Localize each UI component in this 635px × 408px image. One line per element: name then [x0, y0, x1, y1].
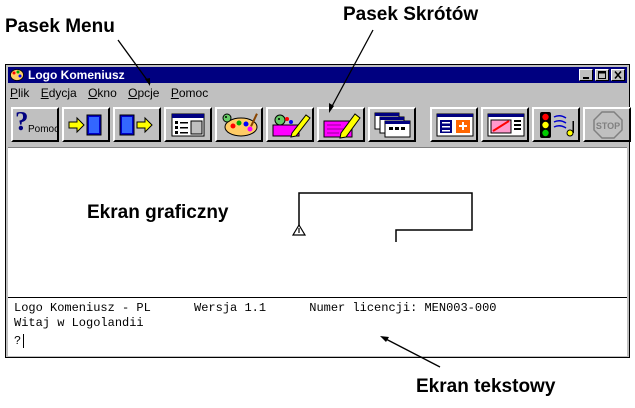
- turtle-palette-button[interactable]: [215, 107, 263, 142]
- turtle-draw-icon: [272, 114, 311, 138]
- turtle-drawing: [291, 192, 473, 242]
- load-file-button[interactable]: [62, 107, 110, 142]
- menu-bar-annotation: Pasek Menu: [5, 16, 115, 37]
- turtle-palette-icon: [222, 113, 258, 137]
- shortcut-bar-arrowhead: [329, 103, 334, 113]
- graphic-screen-annotation: Ekran graficzny: [87, 202, 229, 223]
- shortcut-bar-annotation: Pasek Skrótów: [343, 4, 479, 25]
- graphic-window-icon: [487, 113, 525, 137]
- minimize-icon: [583, 77, 589, 79]
- app-palette-icon: [10, 69, 24, 81]
- menu-bar-arrowhead: [145, 78, 150, 86]
- traffic-light-music-icon: [540, 112, 574, 138]
- title-bar[interactable]: Logo Komeniusz: [8, 67, 627, 83]
- stop-button[interactable]: STOP: [583, 107, 631, 142]
- windows-stack-button[interactable]: [368, 107, 416, 142]
- menu-bar-arrow: [117, 39, 151, 85]
- editor-window-icon: [436, 113, 474, 137]
- text-screen-welcome-line: Witaj w Logolandii: [14, 316, 144, 330]
- question-mark-icon: ?: [15, 106, 29, 136]
- traffic-light-button[interactable]: [532, 107, 580, 142]
- load-file-arrow-icon: [68, 114, 102, 136]
- menu-okno[interactable]: Okno: [88, 86, 117, 100]
- menu-edycja[interactable]: Edycja: [40, 86, 77, 100]
- help-label: Pomoc: [28, 124, 60, 135]
- save-file-arrow-icon: [119, 114, 153, 136]
- help-button[interactable]: ? Pomoc: [11, 106, 60, 142]
- text-screen[interactable]: Logo Komeniusz - PL Wersja 1.1 Numer lic…: [8, 297, 627, 356]
- minimize-button[interactable]: [579, 69, 593, 81]
- pencil-edit-icon: [323, 113, 361, 139]
- close-button[interactable]: [611, 69, 625, 81]
- maximize-icon: [598, 71, 606, 79]
- text-cursor: [23, 334, 25, 348]
- turtle-draw-button[interactable]: [266, 107, 314, 142]
- logo-window: Logo Komeniusz Plik Edycja Okno Opcje Po…: [5, 64, 631, 358]
- pencil-edit-button[interactable]: [317, 107, 365, 142]
- stop-label: STOP: [596, 121, 620, 131]
- menu-opcje[interactable]: Opcje: [128, 86, 160, 100]
- editor-window-button[interactable]: [430, 107, 478, 142]
- text-screen-arrowhead: [380, 336, 389, 342]
- procedures-button[interactable]: [164, 107, 212, 142]
- text-screen-arrow: [381, 336, 441, 368]
- text-screen-version-line: Logo Komeniusz - PL Wersja 1.1 Numer lic…: [14, 301, 497, 315]
- stop-icon: STOP: [593, 111, 623, 139]
- menu-plik[interactable]: Plik: [10, 86, 30, 100]
- windows-stack-icon: [374, 112, 411, 138]
- graphic-screen[interactable]: [8, 147, 627, 297]
- menu-pomoc[interactable]: Pomoc: [170, 86, 209, 100]
- menu-bar: Plik Edycja Okno Opcje Pomoc: [10, 85, 216, 102]
- save-file-button[interactable]: [113, 107, 161, 142]
- command-prompt: ?: [14, 334, 22, 349]
- graphic-window-button[interactable]: [481, 107, 529, 142]
- shortcut-bar-arrow: [329, 29, 374, 111]
- procedures-list-icon: [171, 113, 205, 137]
- close-icon: [614, 70, 622, 80]
- window-title: Logo Komeniusz: [28, 68, 125, 82]
- command-prompt-line[interactable]: ?: [14, 334, 25, 349]
- maximize-button[interactable]: [595, 69, 609, 81]
- text-screen-annotation: Ekran tekstowy: [416, 376, 556, 397]
